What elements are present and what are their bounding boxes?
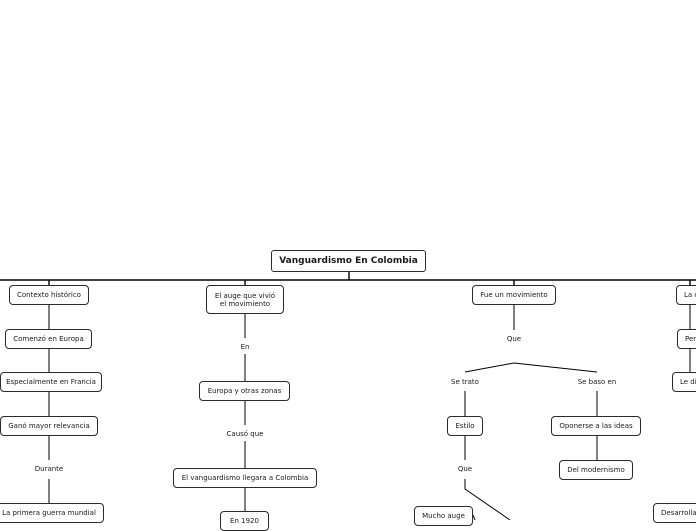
subtopic-en-1920[interactable]: En 1920 (220, 511, 269, 531)
connector-lines (0, 271, 696, 520)
subtopic-oponerse-ideas[interactable]: Oponerse a las ideas (551, 416, 641, 436)
subtopic-mucho-auge[interactable]: Mucho auge (414, 506, 473, 526)
subtopic-right-desarrolla[interactable]: Desarrolla (653, 503, 696, 523)
subtopic-estilo[interactable]: Estilo (447, 416, 483, 436)
link-label-causo-que: Causó que (226, 430, 264, 438)
subtopic-comenzo-europa[interactable]: Comenzó en Europa (5, 329, 92, 349)
central-topic[interactable]: Vanguardismo En Colombia (271, 250, 426, 272)
subtopic-mayor-relevancia[interactable]: Ganó mayor relevancia (0, 416, 98, 436)
link-label-que-2: Que (457, 465, 473, 473)
subtopic-right-per[interactable]: Per (677, 329, 696, 349)
subtopic-europa-otras-zonas[interactable]: Europa y otras zonas (199, 381, 290, 401)
link-label-se-baso-en: Se baso en (577, 378, 617, 386)
link-label-que: Que (506, 335, 522, 343)
link-label-durante: Durante (34, 465, 64, 473)
link-label-se-trato: Se trato (451, 378, 479, 386)
mind-map: Vanguardismo En Colombia Contexto histór… (0, 250, 696, 531)
subtopic-del-modernismo[interactable]: Del modernismo (559, 460, 633, 480)
topic-right-cut[interactable]: La c (676, 285, 696, 305)
topic-auge-movimiento[interactable]: El auge que vivió el movimiento (206, 285, 284, 314)
subtopic-right-le-di[interactable]: Le di (672, 372, 696, 392)
link-label-en: En (240, 343, 250, 351)
topic-contexto-historico[interactable]: Contexto histórico (9, 285, 89, 305)
topic-fue-movimiento[interactable]: Fue un movimiento (472, 285, 556, 305)
subtopic-vanguardismo-llegara[interactable]: El vanguardismo llegara a Colombia (173, 468, 317, 488)
subtopic-primera-guerra[interactable]: La primera guerra mundial (0, 503, 104, 523)
subtopic-especialmente-francia[interactable]: Especialmente en Francia (0, 372, 102, 392)
